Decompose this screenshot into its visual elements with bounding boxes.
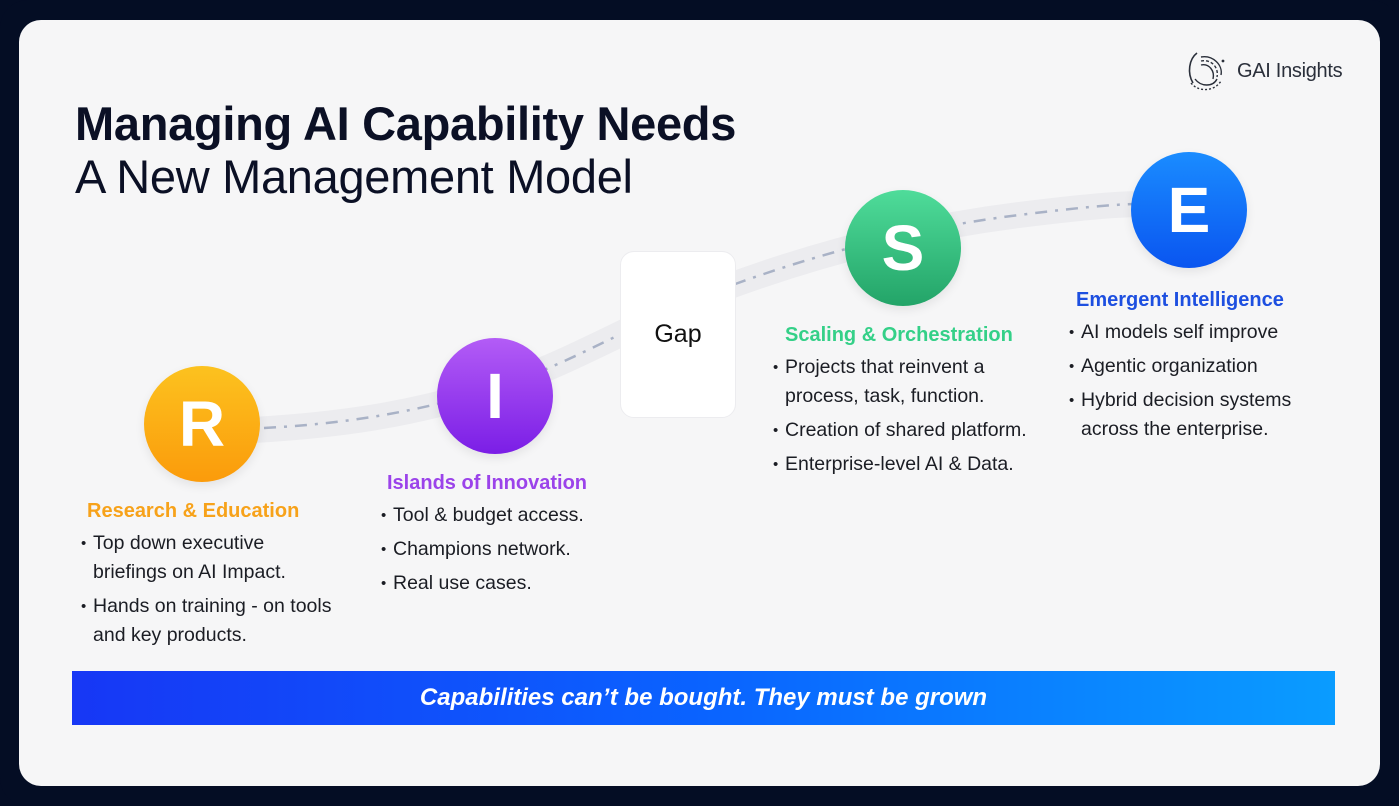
- logo: GAI Insights: [1183, 45, 1343, 97]
- gap-box: Gap: [620, 251, 736, 418]
- stage-title: Emergent Intelligence: [1076, 289, 1284, 311]
- bullet-item: Creation of shared platform.: [773, 416, 1063, 445]
- bullet-item: Projects that reinvent a process, task, …: [773, 353, 1063, 411]
- stage-emergent-intelligence: Emergent Intelligence AI models self imp…: [1069, 289, 1329, 449]
- bullet-item: Enterprise-level AI & Data.: [773, 450, 1063, 479]
- title-line-2: A New Management Model: [75, 150, 633, 203]
- stage-title: Research & Education: [87, 500, 300, 522]
- bullet-item: AI models self improve: [1069, 318, 1329, 347]
- gai-insights-logo-icon: [1188, 52, 1225, 91]
- page-title: Managing AI Capability Needs A New Manag…: [75, 98, 835, 204]
- bullet-list: Top down executive briefings on AI Impac…: [81, 529, 341, 650]
- bullet-item: Real use cases.: [381, 569, 621, 598]
- bullet-item: Top down executive briefings on AI Impac…: [81, 529, 341, 587]
- bullet-item: Tool & budget access.: [381, 501, 621, 530]
- bullet-item: Champions network.: [381, 535, 621, 564]
- bullet-item: Agentic organization: [1069, 352, 1329, 381]
- bullet-item: Hybrid decision systems across the enter…: [1069, 386, 1329, 444]
- stage-scaling-orchestration: Scaling & Orchestration Projects that re…: [773, 324, 1063, 484]
- stage-i-circle: I: [437, 338, 553, 454]
- stage-research-education: Research & Education Top down executive …: [81, 500, 341, 655]
- bullet-list: Tool & budget access. Champions network.…: [381, 501, 621, 598]
- stage-title: Scaling & Orchestration: [785, 324, 1013, 346]
- bullet-list: AI models self improve Agentic organizat…: [1069, 318, 1329, 444]
- title-line-1: Managing AI Capability Needs: [75, 97, 737, 150]
- tagline-banner: Capabilities can’t be bought. They must …: [72, 671, 1335, 725]
- slide: GAI Insights Managing AI Capability Need…: [19, 20, 1380, 786]
- stage-title: Islands of Innovation: [387, 472, 588, 494]
- stage-s-circle: S: [845, 190, 961, 306]
- stage-e-circle: E: [1131, 152, 1247, 268]
- logo-text: GAI Insights: [1237, 59, 1343, 82]
- stage-islands-of-innovation: Islands of Innovation Tool & budget acce…: [381, 472, 621, 603]
- bullet-item: Hands on training - on tools and key pro…: [81, 592, 341, 650]
- bullet-list: Projects that reinvent a process, task, …: [773, 353, 1063, 479]
- stage-r-circle: R: [144, 366, 260, 482]
